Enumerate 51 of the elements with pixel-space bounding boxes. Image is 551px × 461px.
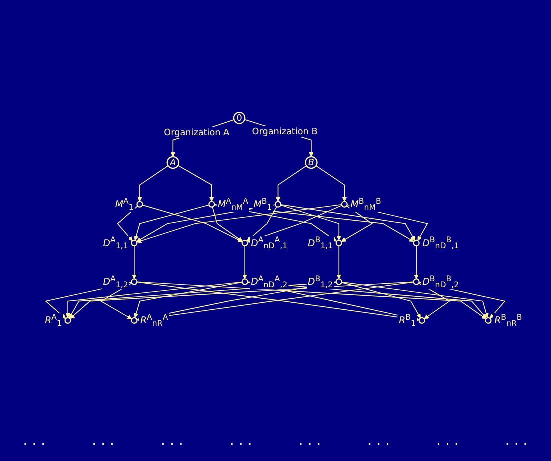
ellipsis-text: · · · <box>436 437 459 453</box>
node-circle: B <box>305 156 318 170</box>
arrow <box>132 246 137 280</box>
ellipsis-text: · · · <box>92 437 114 453</box>
arrow <box>136 204 276 242</box>
node-circle <box>131 317 138 324</box>
arrow <box>134 282 243 318</box>
ellipsis-text: · · · <box>368 437 390 453</box>
ellipsis-text: · · · <box>23 437 46 453</box>
arrow <box>242 246 248 280</box>
arrow <box>280 204 416 242</box>
node-circle <box>413 240 420 247</box>
node-circle <box>64 317 72 324</box>
ellipsis-text: · · · <box>230 437 252 453</box>
arrow <box>280 204 342 241</box>
node-circle: A <box>166 156 180 170</box>
arrow <box>100 282 132 320</box>
node-circle <box>242 240 248 247</box>
edge-label: Organization A <box>162 126 232 138</box>
node-circle: 0 <box>233 112 246 124</box>
ellipsis-text: · · · <box>505 437 528 453</box>
node-circle <box>242 278 248 286</box>
edge-label: Organization B <box>250 126 320 138</box>
ellipsis-text: · · · <box>298 437 322 453</box>
node-circle <box>274 201 282 208</box>
arrow <box>70 282 414 320</box>
arrow <box>212 206 244 242</box>
arrow <box>414 246 419 280</box>
arrow <box>117 206 138 242</box>
node-circle <box>131 240 138 247</box>
arrow <box>341 206 374 242</box>
arrow <box>336 246 342 280</box>
arrow <box>66 282 243 318</box>
arrow <box>341 282 421 319</box>
node-circle <box>413 278 420 286</box>
node-circle <box>418 317 426 324</box>
node-circle <box>336 278 342 286</box>
node-circle <box>136 201 144 208</box>
node-circle <box>131 278 138 286</box>
arrow <box>276 166 308 202</box>
node-circle <box>336 240 342 247</box>
arrow <box>178 165 214 202</box>
arrow <box>134 204 210 241</box>
ellipsis-text: · · · <box>161 437 184 453</box>
arrow <box>142 204 243 242</box>
node-circle <box>341 201 348 208</box>
arrow <box>246 206 278 242</box>
node-circle <box>485 317 492 324</box>
arrow <box>316 166 348 202</box>
arrow <box>138 166 169 202</box>
node-circle <box>208 201 216 208</box>
